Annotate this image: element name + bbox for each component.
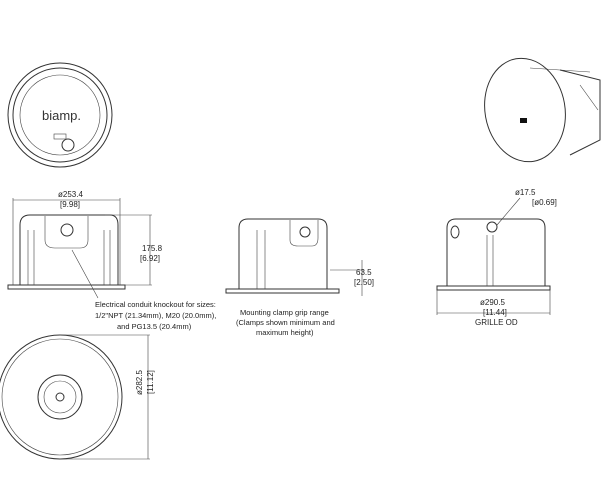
side-view-conduit: ø253.4 [9.98] 175.8 [6.92] Electrical co… — [7, 190, 216, 331]
front-view: biamp. — [7, 62, 113, 168]
svg-text:ø282.5: ø282.5 — [135, 370, 144, 395]
svg-text:GRILLE OD: GRILLE OD — [475, 318, 518, 327]
svg-text:[ø0.69]: [ø0.69] — [532, 198, 557, 207]
svg-text:(Clamps shown minimum and: (Clamps shown minimum and — [236, 318, 335, 327]
svg-text:[6.92]: [6.92] — [140, 254, 160, 263]
svg-text:ø17.5: ø17.5 — [515, 188, 536, 197]
bottom-view: ø282.5 [11.12] — [0, 334, 155, 460]
svg-text:Mounting clamp grip range: Mounting clamp grip range — [240, 308, 329, 317]
side-view-grille: ø17.5 [ø0.69] ø290.5 [11.44] GRILLE OD — [436, 188, 557, 327]
isometric-view — [484, 57, 601, 163]
svg-text:ø253.4: ø253.4 — [58, 190, 83, 199]
svg-text:and PG13.5 (20.4mm): and PG13.5 (20.4mm) — [117, 322, 192, 331]
svg-text:maximum height): maximum height) — [256, 328, 314, 337]
svg-text:175.8: 175.8 — [142, 244, 163, 253]
svg-text:63.5: 63.5 — [356, 268, 372, 277]
svg-text:1/2"NPT (21.34mm), M20 (20.0mm: 1/2"NPT (21.34mm), M20 (20.0mm), — [95, 311, 216, 320]
brand-logo: biamp. — [42, 108, 81, 123]
svg-text:[11.44]: [11.44] — [483, 308, 507, 317]
svg-text:[9.98]: [9.98] — [60, 200, 80, 209]
side-view-clamp: 63.5 [2.50] Mounting clamp grip range (C… — [225, 218, 374, 337]
svg-text:[11.12]: [11.12] — [146, 370, 155, 394]
svg-text:[2.50]: [2.50] — [354, 278, 374, 287]
svg-text:ø290.5: ø290.5 — [480, 298, 505, 307]
svg-text:Electrical conduit knockout fo: Electrical conduit knockout for sizes: — [95, 300, 216, 309]
